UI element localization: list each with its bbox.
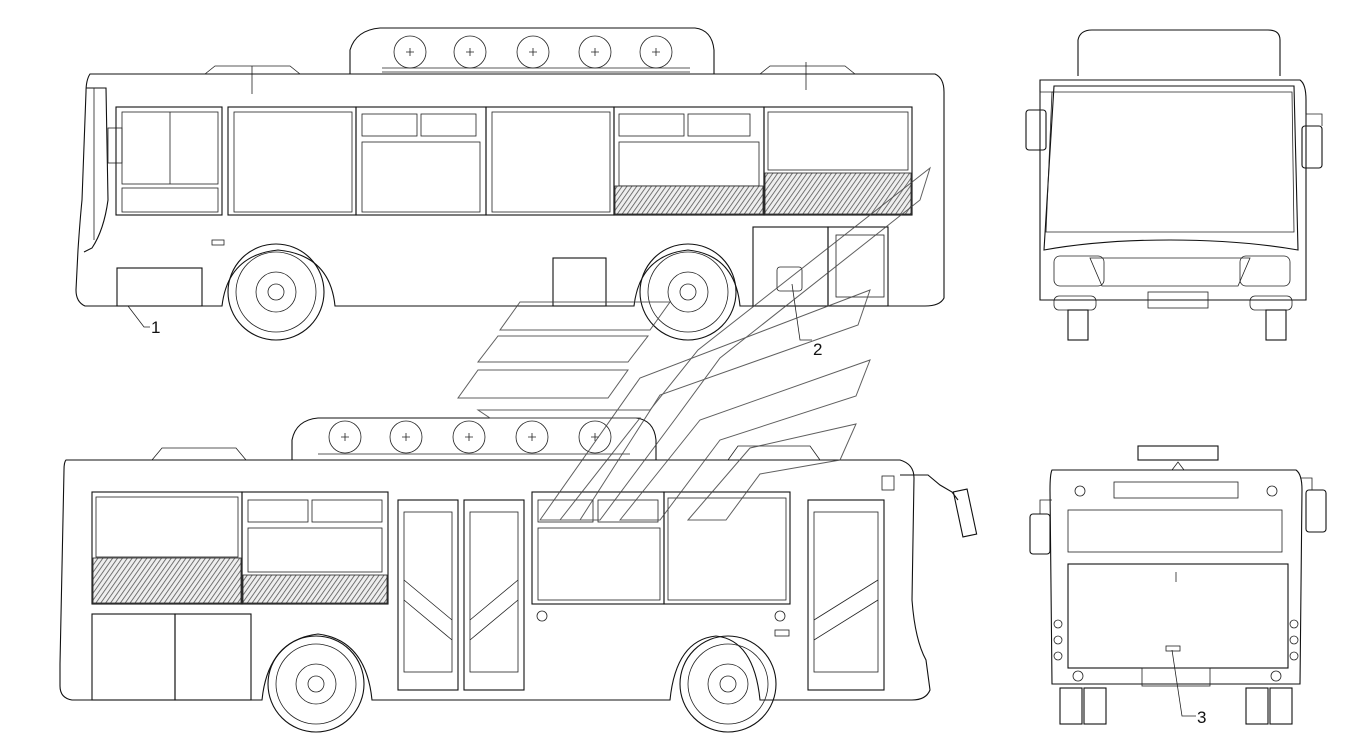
- callout-label-1: 1: [151, 318, 160, 337]
- callout-label-3: 3: [1197, 708, 1206, 727]
- roof-hatch: [204, 65, 301, 75]
- bus-body-2: [59, 459, 931, 701]
- fuel-cap: [776, 266, 803, 292]
- wheel-rear-2: [267, 635, 365, 733]
- watermark-logo: [457, 166, 931, 521]
- bus-body: [75, 73, 945, 307]
- wheel-front: [227, 243, 325, 341]
- roof-hatch: [759, 65, 856, 75]
- side-windows: [115, 106, 913, 216]
- wheel-front-2: [679, 635, 777, 733]
- roof-gas-pod-2: [291, 417, 657, 461]
- side-windows-2: [91, 491, 791, 605]
- side-view-right: [59, 417, 978, 733]
- front-door: [807, 499, 885, 691]
- roof-gas-pod: [349, 27, 715, 75]
- callout-label-2: 2: [813, 340, 822, 359]
- service-hatch-1: [116, 267, 203, 307]
- side-view-left: 1 2: [75, 27, 945, 359]
- middle-door: [397, 499, 525, 691]
- rear-view: 3: [1029, 445, 1327, 727]
- wheel-rear: [639, 243, 737, 341]
- front-view: [1025, 29, 1323, 341]
